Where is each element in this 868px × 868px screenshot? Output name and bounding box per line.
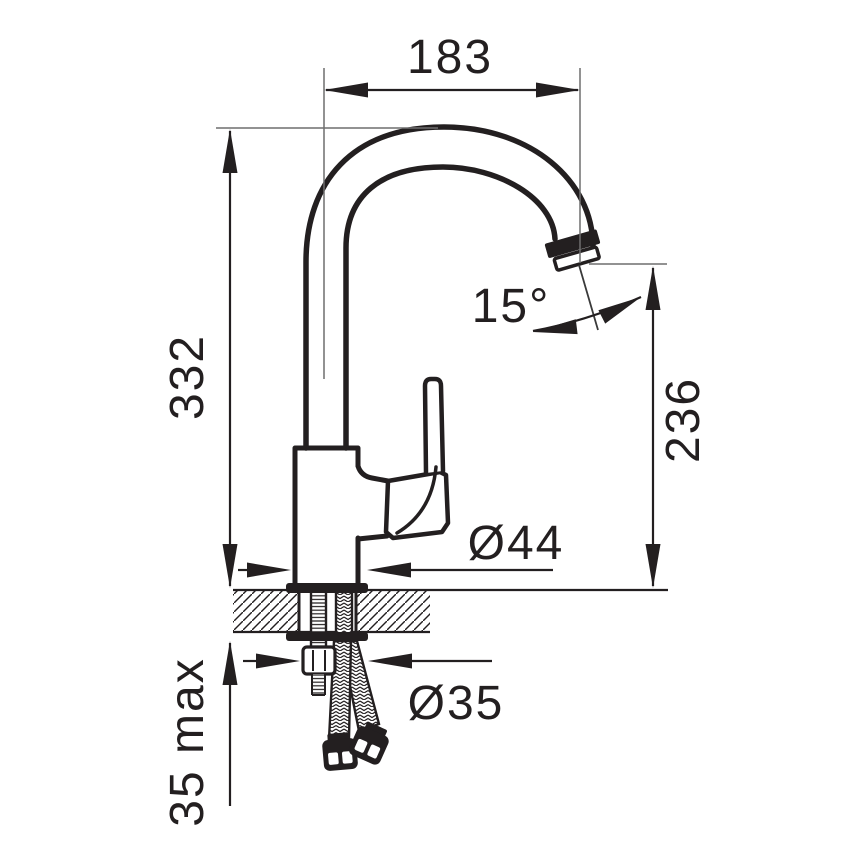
dimension-label-spout-reach: 183 [407, 31, 493, 84]
arrowhead-pointing-right [247, 562, 291, 578]
dimension-183: 183 [324, 31, 580, 98]
arrowhead-up [645, 266, 661, 310]
mounting-flange [286, 583, 368, 593]
outlet-axis-line [578, 264, 599, 331]
handle-base [383, 469, 451, 541]
arrowhead-pointing-left [368, 653, 412, 669]
dimension-label-hole-diameter: Ø35 [408, 677, 505, 730]
arrowhead-up [222, 641, 238, 685]
dimension-angle-15: 15° [472, 264, 642, 335]
aerator-ring [552, 245, 601, 272]
dimension-label-outlet-height: 236 [657, 377, 710, 463]
aerator [544, 229, 601, 272]
hose-in-hole [336, 593, 352, 632]
aerator-band [544, 229, 601, 258]
dimension-label-base-diameter: Ø44 [468, 517, 565, 570]
threaded-rod-upper [311, 593, 326, 632]
handle-curve-detail [395, 465, 438, 535]
fitting-facet [367, 744, 381, 759]
fitting-body [348, 726, 389, 765]
dimension-diameter-44: Ø44 [238, 517, 565, 578]
faucet-body [292, 445, 361, 591]
hose-fitting-right [348, 721, 389, 765]
faucet-body-handle-joint [355, 533, 390, 542]
threaded-rod-mid [311, 641, 326, 649]
dimension-max-thickness-35: 35 max [161, 641, 238, 827]
cartridge-collar [355, 463, 391, 484]
countertop-hatch-right [356, 591, 430, 632]
dimension-diameter-35: Ø35 [243, 653, 505, 730]
arrowhead-left [533, 319, 578, 335]
threaded-rod-lower [312, 674, 325, 695]
spout-arc-inner [343, 164, 558, 451]
dimension-label-total-height: 332 [161, 334, 214, 420]
dimension-332: 332 [161, 129, 238, 588]
mounting-hardware [286, 583, 389, 771]
handle-lever [422, 376, 446, 476]
arrowhead-right [598, 297, 641, 324]
extension-lines [216, 68, 667, 379]
arrowhead-right [536, 82, 580, 98]
fitting-facet [341, 751, 353, 764]
dimension-label-spout-angle: 15° [472, 280, 551, 333]
spout-arc-outer [303, 124, 596, 451]
arrowhead-pointing-left [367, 562, 411, 578]
dimension-236: 236 [645, 266, 710, 588]
countertop-hatch-left [233, 591, 298, 632]
fitting-facet [354, 738, 368, 753]
fitting-facet [328, 752, 339, 765]
arrowhead-left [324, 82, 368, 98]
hose-fitting-left [322, 732, 358, 771]
washer-plate [286, 632, 368, 641]
countertop [233, 588, 668, 634]
fitting-collar [364, 721, 387, 737]
arrowhead-up [222, 129, 238, 173]
arrowhead-down [222, 544, 238, 588]
dimension-label-max-deck-thickness: 35 max [161, 657, 214, 826]
arrowhead-down [645, 544, 661, 588]
arrowhead-pointing-right [256, 653, 300, 669]
mounting-nut [301, 645, 337, 676]
faucet [292, 124, 601, 591]
